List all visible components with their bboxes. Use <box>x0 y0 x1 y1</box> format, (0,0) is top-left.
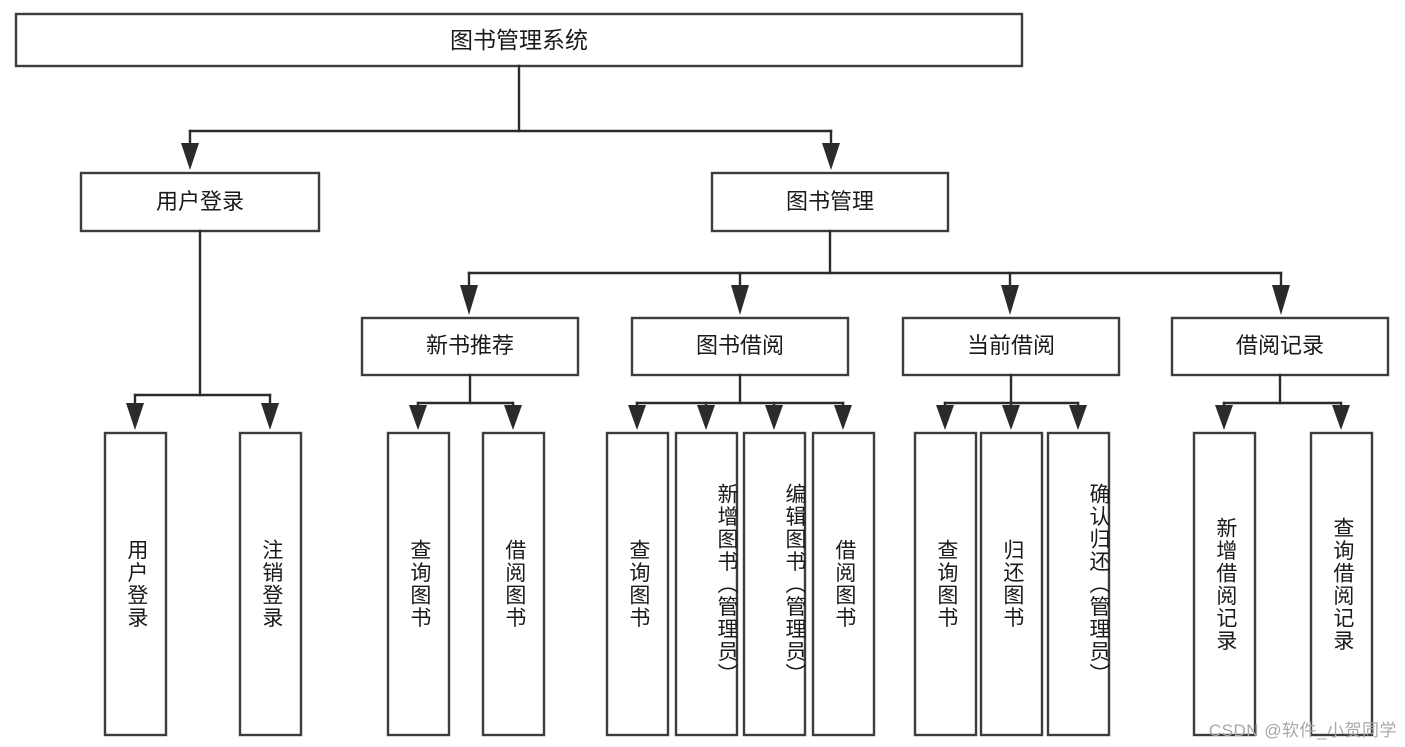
leaf-box-book-borrow-0[interactable] <box>605 431 670 737</box>
leaf-box-book-borrow-3[interactable] <box>811 431 876 737</box>
leaf-box-current-borrow-0[interactable] <box>913 431 978 737</box>
node-root-box <box>14 12 1024 68</box>
csdn-watermark: CSDN @软件_小贺同学 <box>1208 721 1397 740</box>
arrowhead-cb-leaf-3 <box>1069 405 1087 430</box>
node-borrow-record-box <box>1170 316 1390 377</box>
node-new-book-rec[interactable]: 新书推荐 <box>360 316 580 377</box>
node-root-label: 图书管理系统 <box>450 27 588 53</box>
node-current-borrow-label: 当前借阅 <box>967 333 1055 358</box>
leaf-box-new-book-rec-1[interactable] <box>481 431 546 737</box>
node-new-book-rec-label: 新书推荐 <box>426 333 514 358</box>
leaf-box-book-borrow-2[interactable] <box>742 431 807 737</box>
node-book-borrow[interactable]: 图书借阅 <box>630 316 850 377</box>
arrowhead-user-login-leaf-1 <box>126 403 144 430</box>
node-root[interactable]: 图书管理系统 <box>14 12 1024 68</box>
arrowhead-new-book-rec <box>460 285 478 315</box>
leaf-box-new-book-rec-0[interactable] <box>386 431 451 737</box>
node-book-manage[interactable]: 图书管理 <box>710 171 950 233</box>
arrowhead-cb-leaf-1 <box>936 405 954 430</box>
node-user-login-label: 用户登录 <box>156 189 244 214</box>
arrowhead-cb-leaf-2 <box>1002 405 1020 430</box>
node-book-borrow-box <box>630 316 850 377</box>
node-borrow-record[interactable]: 借阅记录 <box>1170 316 1390 377</box>
arrowhead-nbr-leaf-2 <box>504 405 522 430</box>
node-new-book-rec-box <box>360 316 580 377</box>
node-book-borrow-label: 图书借阅 <box>696 333 784 358</box>
leaf-box-user-login-1[interactable] <box>238 431 303 737</box>
arrowhead-bb-leaf-2 <box>697 405 715 430</box>
leaf-box-borrow-record-1[interactable] <box>1309 431 1374 737</box>
node-book-manage-label: 图书管理 <box>786 189 874 214</box>
arrowhead-user-login-leaf-2 <box>261 403 279 430</box>
arrowhead-user-login <box>181 143 199 170</box>
leaf-box-user-login-0[interactable] <box>103 431 168 737</box>
arrowhead-bb-leaf-4 <box>834 405 852 430</box>
arrowhead-bb-leaf-1 <box>628 405 646 430</box>
node-user-login[interactable]: 用户登录 <box>79 171 321 233</box>
leaf-box-borrow-record-0[interactable] <box>1192 431 1257 737</box>
arrowhead-book-borrow <box>731 285 749 315</box>
arrowhead-borrow-record <box>1272 285 1290 315</box>
leaf-box-current-borrow-1[interactable] <box>979 431 1044 737</box>
node-book-manage-box <box>710 171 950 233</box>
node-borrow-record-label: 借阅记录 <box>1236 333 1324 358</box>
node-current-borrow[interactable]: 当前借阅 <box>901 316 1121 377</box>
arrowhead-current-borrow <box>1001 285 1019 315</box>
node-current-borrow-box <box>901 316 1121 377</box>
leaf-box-current-borrow-2[interactable] <box>1046 431 1111 737</box>
leaf-box-book-borrow-1[interactable] <box>674 431 739 737</box>
arrowhead-bb-leaf-3 <box>765 405 783 430</box>
arrowhead-nbr-leaf-1 <box>409 405 427 430</box>
arrowhead-br-leaf-1 <box>1215 405 1233 430</box>
arrowhead-book-manage <box>822 143 840 170</box>
arrowhead-br-leaf-2 <box>1332 405 1350 430</box>
